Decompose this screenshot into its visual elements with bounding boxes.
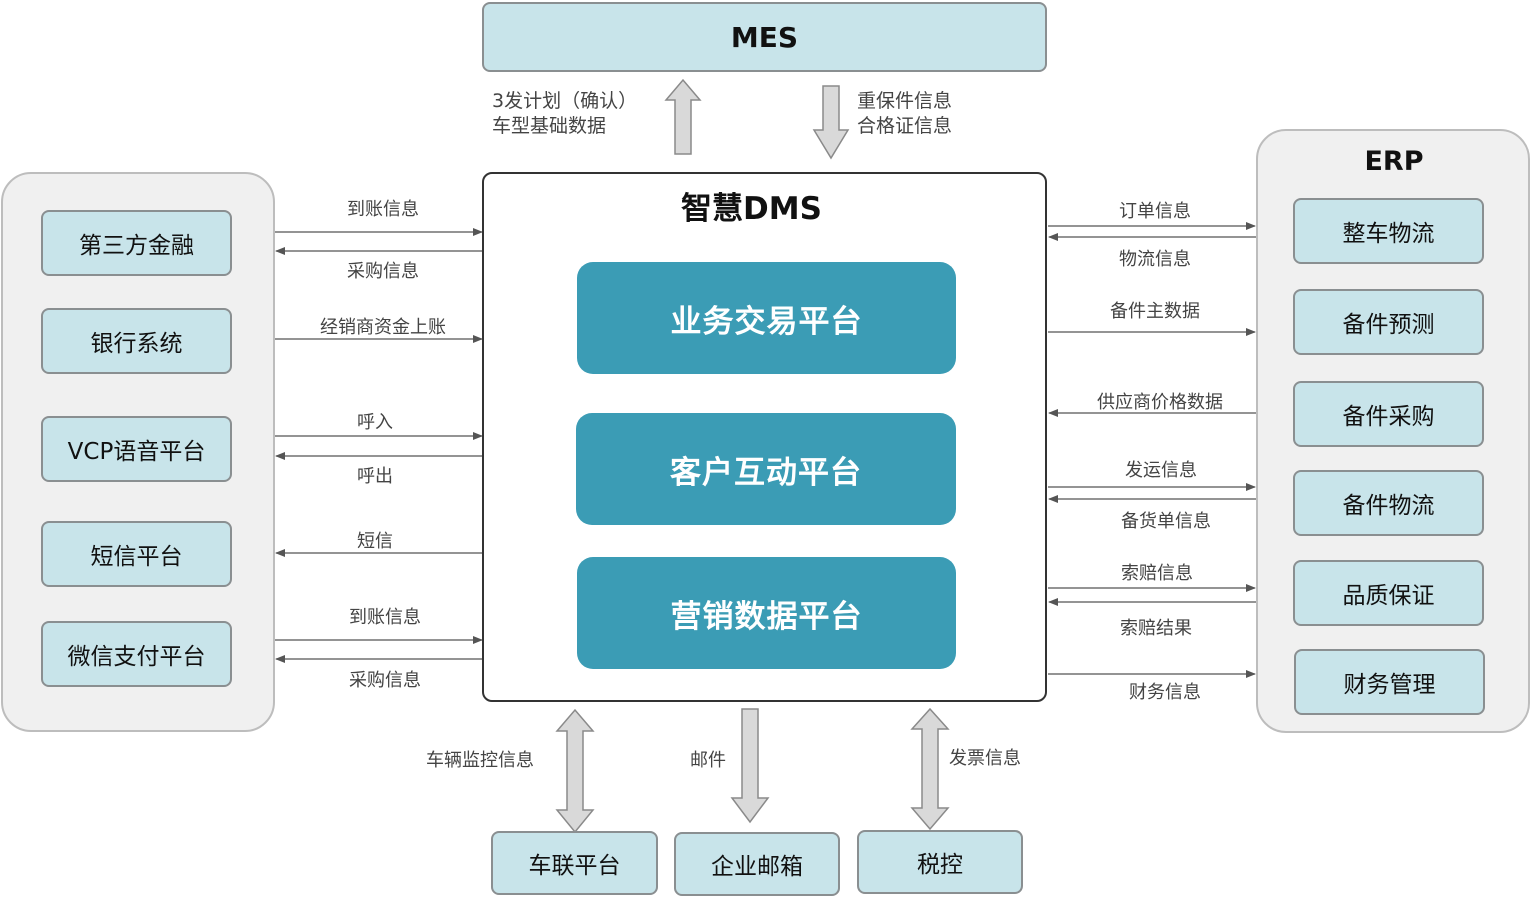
label-stock-in: 备货单信息 (1121, 511, 1211, 532)
label-supplier-price-in: 供应商价格数据 (1097, 392, 1223, 413)
mes-up-label: 3发计划（确认） 车型基础数据 (492, 89, 637, 139)
label-vehicle-monitor: 车辆监控信息 (426, 750, 534, 771)
label-wechat-out: 采购信息 (349, 670, 421, 691)
mes-up-label-line: 3发计划（确认） (492, 90, 638, 112)
platform-business-transaction: 业务交易平台 (577, 262, 956, 374)
label-bank-in: 经销商资金上账 (320, 317, 446, 338)
mes-down-label: 重保件信息 合格证信息 (857, 89, 952, 139)
label-vcp-out: 呼出 (357, 466, 393, 487)
box-sms-platform: 短信平台 (41, 521, 232, 587)
label-claim-out: 索赔信息 (1121, 563, 1193, 584)
label-finance-info-out: 财务信息 (1129, 682, 1201, 703)
dms-container: 智慧DMS 业务交易平台 客户互动平台 营销数据平台 (482, 172, 1047, 702)
platform-marketing-data: 营销数据平台 (577, 557, 956, 669)
arrow-mes-to-dms (812, 85, 850, 160)
label-claim-result-in: 索赔结果 (1120, 618, 1192, 639)
box-vcp-voice-platform: VCP语音平台 (41, 416, 232, 482)
platform-customer-interaction: 客户互动平台 (576, 413, 956, 525)
box-enterprise-mailbox: 企业邮箱 (674, 832, 840, 896)
label-finance-in: 到账信息 (347, 199, 419, 220)
mes-up-label-line: 车型基础数据 (492, 115, 607, 137)
label-parts-master-out: 备件主数据 (1110, 301, 1200, 322)
label-wechat-in: 到账信息 (349, 607, 421, 628)
label-mail: 邮件 (690, 750, 726, 771)
mes-title: MES (730, 20, 799, 54)
label-order-out: 订单信息 (1119, 201, 1191, 222)
box-tax-control: 税控 (857, 830, 1023, 894)
arrow-dms-tax-control (910, 707, 950, 831)
label-sms-out: 短信 (357, 531, 393, 552)
box-parts-procurement: 备件采购 (1293, 381, 1484, 447)
label-logistics-in: 物流信息 (1119, 249, 1191, 270)
box-quality-assurance: 品质保证 (1293, 560, 1484, 626)
label-invoice: 发票信息 (949, 748, 1021, 769)
box-parts-forecast: 备件预测 (1293, 289, 1484, 355)
mes-box: MES (482, 2, 1047, 72)
box-bank-system: 银行系统 (41, 308, 232, 374)
label-vcp-in: 呼入 (357, 412, 393, 433)
box-vehicle-logistics: 整车物流 (1293, 198, 1484, 264)
arrow-dms-to-mail (730, 708, 770, 824)
arrow-dms-vehicle-platform (555, 708, 595, 834)
dms-title: 智慧DMS (681, 191, 822, 227)
mes-down-label-line: 合格证信息 (857, 115, 953, 137)
arrow-dms-to-mes (664, 78, 702, 155)
label-shipping-out: 发运信息 (1125, 460, 1197, 481)
box-third-party-finance: 第三方金融 (41, 210, 232, 276)
box-finance-management: 财务管理 (1294, 649, 1485, 715)
box-parts-logistics: 备件物流 (1293, 470, 1484, 536)
box-vehicle-network-platform: 车联平台 (491, 831, 658, 895)
box-wechat-pay-platform: 微信支付平台 (41, 621, 232, 687)
label-finance-out: 采购信息 (347, 261, 419, 282)
erp-title: ERP (1364, 146, 1424, 177)
mes-down-label-line: 重保件信息 (857, 90, 953, 112)
